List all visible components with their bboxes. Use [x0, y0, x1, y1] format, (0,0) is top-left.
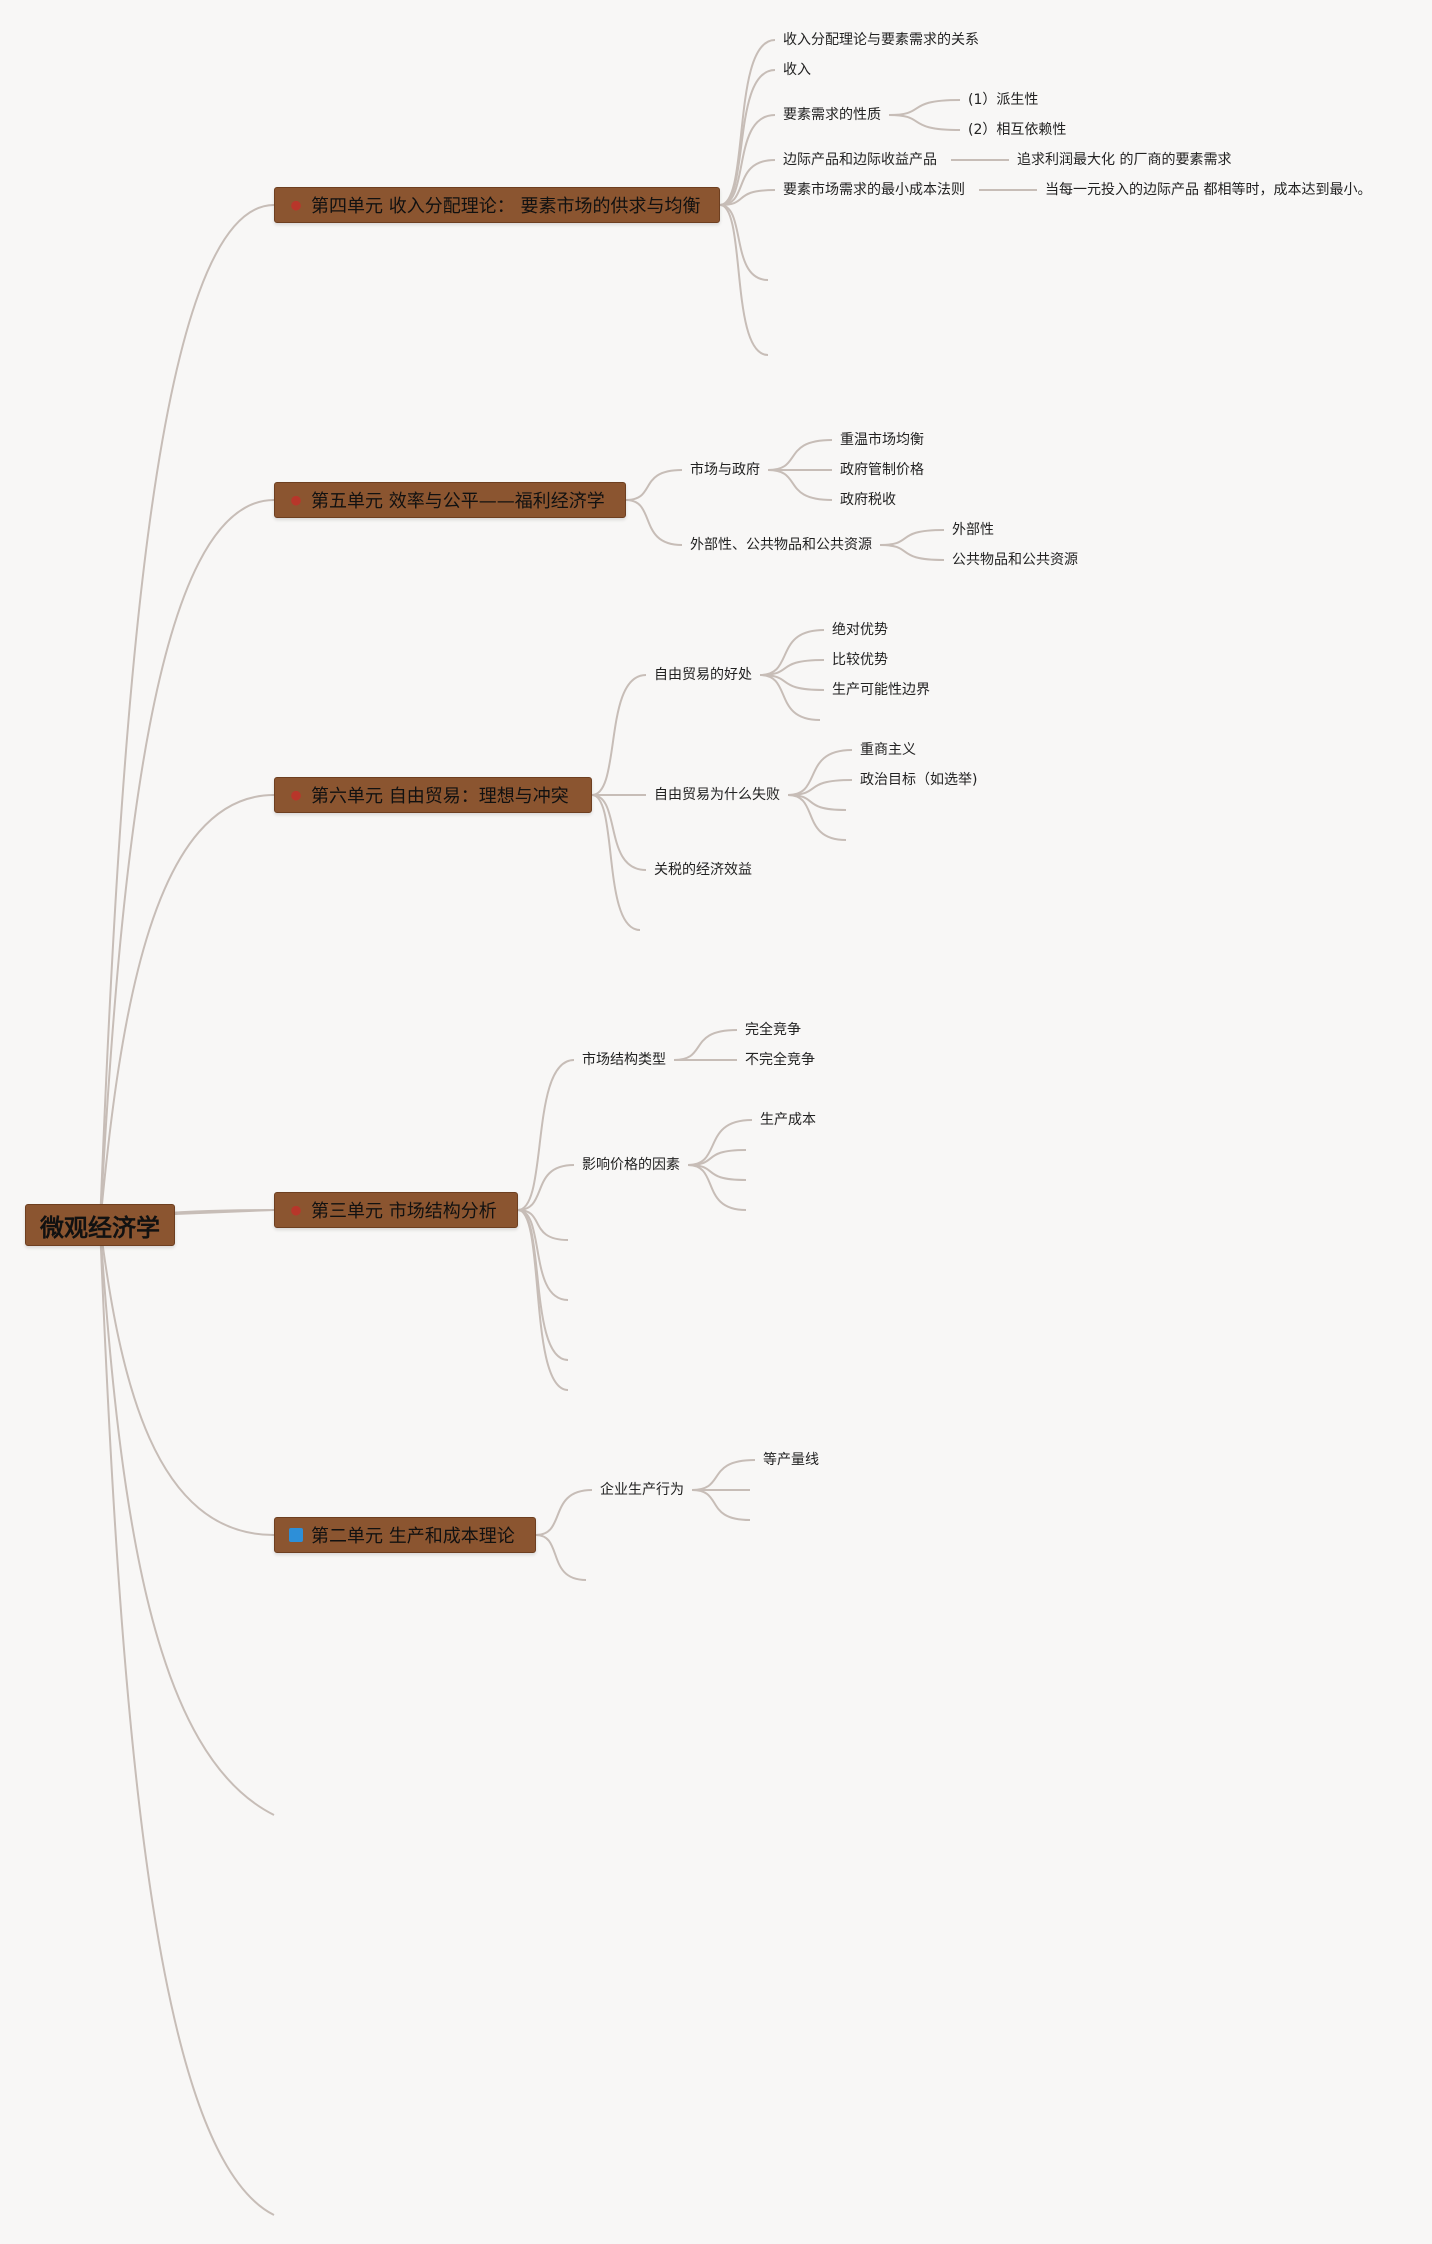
unit-5-node[interactable]: 第五单元 效率与公平——福利经济学 — [274, 482, 626, 518]
unit-3-label: 第三单元 市场结构分析 — [311, 1201, 497, 1222]
blue-square-icon — [289, 1528, 303, 1542]
red-mark-icon — [289, 788, 303, 802]
connector-line — [719, 69, 776, 206]
subtopic-node[interactable]: 政治目标（如选举) — [860, 772, 978, 788]
unit-2-label: 第二单元 生产和成本理论 — [311, 1526, 515, 1547]
topic-node[interactable]: 自由贸易的好处 — [654, 667, 752, 683]
connector-line — [719, 159, 776, 206]
connector-line — [535, 1534, 587, 1581]
connector-line — [759, 629, 825, 676]
subtopic-node[interactable]: 外部性 — [952, 522, 994, 538]
topic-node[interactable]: 市场结构类型 — [582, 1052, 666, 1068]
connector-line — [687, 1119, 753, 1166]
root-connector-line — [99, 794, 275, 1226]
connector-line — [759, 674, 821, 721]
connector-line — [767, 469, 833, 501]
root-connector-line — [99, 204, 275, 1226]
topic-node[interactable]: 市场与政府 — [690, 462, 760, 478]
connector-line — [719, 39, 776, 206]
connector-line — [719, 204, 769, 281]
unit-3-node[interactable]: 第三单元 市场结构分析 — [274, 1192, 518, 1228]
root-connector-line — [99, 499, 275, 1226]
subtopic-node[interactable]: 政府管制价格 — [840, 462, 924, 478]
connector-line — [673, 1029, 738, 1061]
connector-line — [517, 1164, 575, 1211]
topic-node[interactable]: 企业生产行为 — [600, 1482, 684, 1498]
unit-5-label: 第五单元 效率与公平——福利经济学 — [311, 491, 605, 512]
subtopic-node[interactable]: 政府税收 — [840, 492, 896, 508]
connector-line — [517, 1059, 575, 1211]
connector-line — [591, 674, 647, 796]
connector-line — [591, 794, 641, 931]
topic-node[interactable]: 外部性、公共物品和公共资源 — [690, 537, 872, 553]
unit-4-node[interactable]: 第四单元 收入分配理论： 要素市场的供求与均衡 — [274, 187, 720, 223]
connector-line — [691, 1489, 751, 1521]
subtopic-node[interactable]: 重温市场均衡 — [840, 432, 924, 448]
connector-line — [719, 114, 776, 206]
subtopic-node[interactable]: 生产成本 — [760, 1112, 816, 1128]
subtopic-node[interactable]: 当每一元投入的边际产品 都相等时，成本达到最小。 — [1045, 182, 1372, 198]
root-connector-line — [99, 1224, 275, 1536]
connector-line — [535, 1489, 593, 1536]
subtopic-node[interactable]: (1）派生性 — [968, 92, 1039, 108]
connector-line — [719, 189, 776, 206]
unit-4-label: 第四单元 收入分配理论： 要素市场的供求与均衡 — [311, 196, 701, 217]
topic-node[interactable]: 收入 — [783, 62, 811, 78]
topic-node[interactable]: 要素需求的性质 — [783, 107, 881, 123]
subtopic-node[interactable]: 等产量线 — [763, 1452, 819, 1468]
connector-line — [759, 674, 825, 691]
connector-line — [888, 99, 961, 116]
topic-node[interactable]: 要素市场需求的最小成本法则 — [783, 182, 965, 198]
connector-line — [767, 439, 833, 471]
subtopic-node[interactable]: (2）相互依赖性 — [968, 122, 1067, 138]
subtopic-node[interactable]: 完全竞争 — [745, 1022, 801, 1038]
connector-line — [787, 794, 847, 841]
connector-line — [517, 1209, 569, 1391]
unit-6-label: 第六单元 自由贸易：理想与冲突 — [311, 786, 569, 807]
red-mark-icon — [289, 1203, 303, 1217]
unit-2-node[interactable]: 第二单元 生产和成本理论 — [274, 1517, 536, 1553]
root-connector-line — [99, 1224, 275, 2216]
connector-line — [879, 544, 945, 561]
topic-node[interactable]: 关税的经济效益 — [654, 862, 752, 878]
root-connector-line — [174, 1209, 275, 1215]
connector-line — [888, 114, 961, 131]
connector-line — [591, 794, 647, 871]
connector-line — [517, 1209, 569, 1241]
red-mark-icon — [289, 493, 303, 507]
topic-node[interactable]: 自由贸易为什么失败 — [654, 787, 780, 803]
unit-6-node[interactable]: 第六单元 自由贸易：理想与冲突 — [274, 777, 592, 813]
subtopic-node[interactable]: 公共物品和公共资源 — [952, 552, 1078, 568]
connector-line — [687, 1164, 747, 1211]
subtopic-node[interactable]: 生产可能性边界 — [832, 682, 930, 698]
subtopic-node[interactable]: 绝对优势 — [832, 622, 888, 638]
connector-line — [625, 499, 683, 546]
red-mark-icon — [289, 198, 303, 212]
connector-line — [719, 204, 769, 356]
connector-line — [879, 529, 945, 546]
subtopic-node[interactable]: 不完全竞争 — [745, 1052, 815, 1068]
topic-node[interactable]: 收入分配理论与要素需求的关系 — [783, 32, 979, 48]
root-node[interactable]: 微观经济学 — [25, 1204, 175, 1246]
topic-node[interactable]: 边际产品和边际收益产品 — [783, 152, 937, 168]
connector-line — [517, 1209, 569, 1301]
connector-line — [625, 469, 683, 501]
connector-line — [787, 779, 853, 796]
connector-line — [691, 1459, 756, 1491]
root-connector-line — [99, 1224, 275, 1816]
topic-node[interactable]: 影响价格的因素 — [582, 1157, 680, 1173]
connector-line — [787, 749, 853, 796]
subtopic-node[interactable]: 比较优势 — [832, 652, 888, 668]
subtopic-node[interactable]: 追求利润最大化 的厂商的要素需求 — [1017, 152, 1232, 168]
subtopic-node[interactable]: 重商主义 — [860, 742, 916, 758]
